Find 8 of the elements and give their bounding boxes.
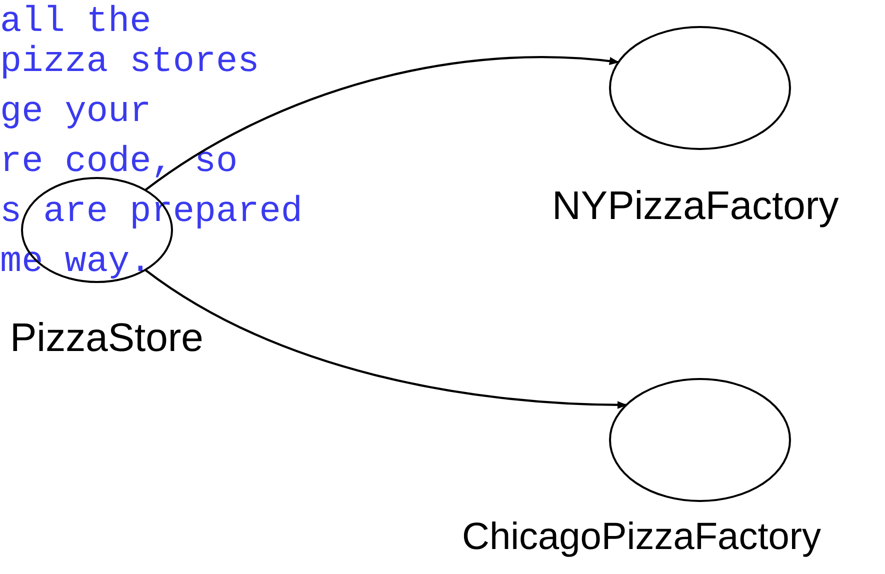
curved-arrow	[144, 56, 620, 192]
note-text: re code, so	[0, 140, 238, 184]
note-text: me way.	[0, 240, 152, 284]
node-label: NYPizzaFactory	[552, 186, 839, 226]
curved-arrow	[144, 268, 628, 409]
note-text: ge your	[0, 90, 152, 134]
node-label: ChicagoPizzaFactory	[462, 518, 822, 556]
node-label: PizzaStore	[10, 318, 204, 358]
